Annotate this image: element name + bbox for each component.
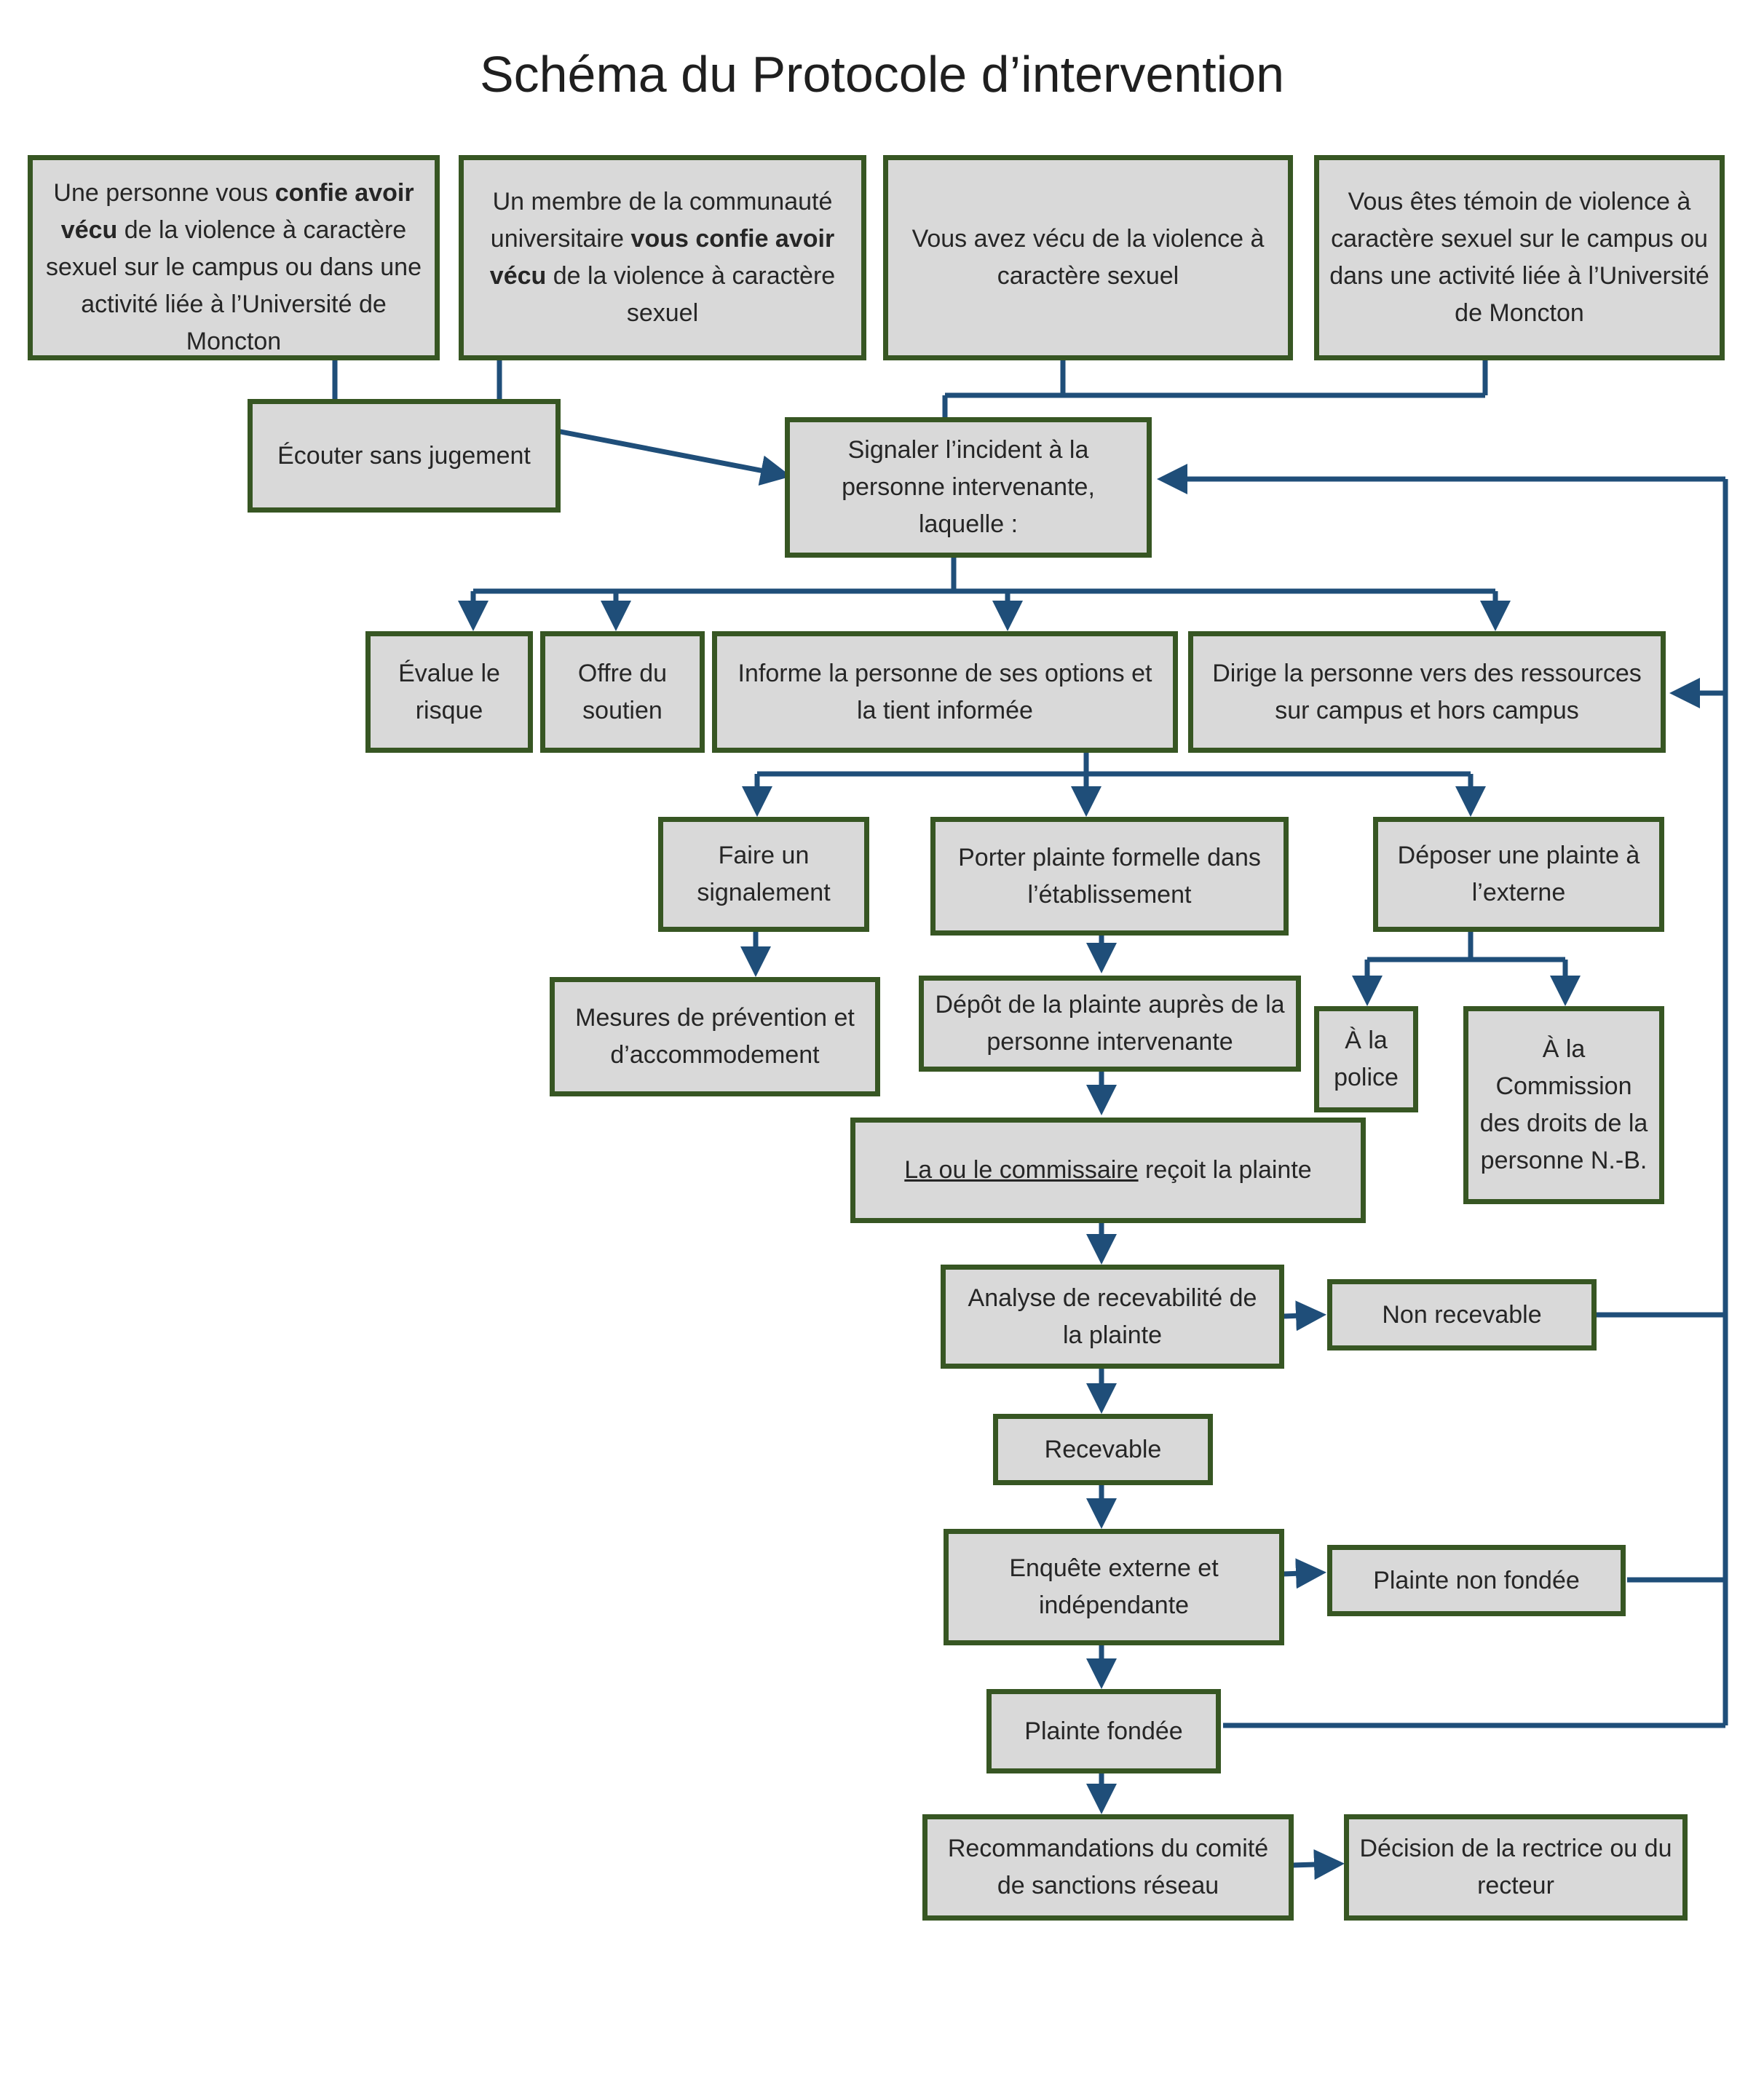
box-complaint-filed: Dépôt de la plainte auprès de la personn…	[919, 976, 1301, 1072]
box-recommendations: Recommandations du comité de sanctions r…	[922, 1814, 1294, 1921]
box-external-investigation: Enquête externe et indépendante	[944, 1529, 1284, 1645]
box-evaluate-risk: Évalue le risque	[365, 631, 533, 753]
box-police: À la police	[1314, 1006, 1418, 1112]
arrow-analyse-nonrecevable	[1282, 1300, 1326, 1332]
connector-deposer-bus	[1367, 930, 1565, 962]
box-person-confides: Une personne vous confie avoir vécu de l…	[28, 155, 440, 360]
box-admissibility-analysis: Analyse de recevabilité de la plainte	[941, 1265, 1284, 1369]
box-admissible: Recevable	[993, 1414, 1213, 1485]
box-rector-decision: Décision de la rectrice ou du recteur	[1344, 1814, 1688, 1921]
box-prevention-measures: Mesures de prévention et d’accommodement	[550, 977, 880, 1096]
box-listen: Écouter sans jugement	[248, 399, 561, 513]
arrow-recommandations-decision	[1292, 1849, 1345, 1881]
arrow-enquete-nonfondee	[1282, 1558, 1326, 1589]
connector-signaler-bus	[473, 555, 1495, 594]
connector-informe-bus	[757, 751, 1471, 777]
box-inform-person: Informe la personne de ses options et la…	[712, 631, 1178, 753]
box-direct-resources: Dirige la personne vers des ressources s…	[1188, 631, 1666, 753]
box-offer-support: Offre du soutien	[540, 631, 705, 753]
box-founded: Plainte fondée	[986, 1689, 1221, 1773]
box-witness: Vous êtes témoin de violence à caractère…	[1314, 155, 1725, 360]
box-formal-complaint: Porter plainte formelle dans l’établisse…	[930, 817, 1289, 936]
connector-ecouter-signaler	[556, 428, 791, 486]
connector-n3-n4-signaler	[942, 357, 1488, 421]
box-report-incident: Signaler l’incident à la personne interv…	[785, 417, 1152, 558]
box-unfounded: Plainte non fondée	[1327, 1545, 1626, 1616]
box-member-confides: Un membre de la communauté universitaire…	[459, 155, 866, 360]
box-make-report: Faire un signalement	[658, 817, 869, 932]
box-human-rights-commission: À la Commission des droits de la personn…	[1463, 1006, 1664, 1204]
box-commissioner: La ou le commissaire reçoit la plainte	[850, 1118, 1366, 1223]
box-you-experienced: Vous avez vécu de la violence à caractèr…	[883, 155, 1293, 360]
box-external-complaint: Déposer une plainte à l’externe	[1373, 817, 1664, 932]
diagram-title: Schéma du Protocole d’intervention	[479, 46, 1285, 103]
box-not-admissible: Non recevable	[1327, 1279, 1597, 1350]
